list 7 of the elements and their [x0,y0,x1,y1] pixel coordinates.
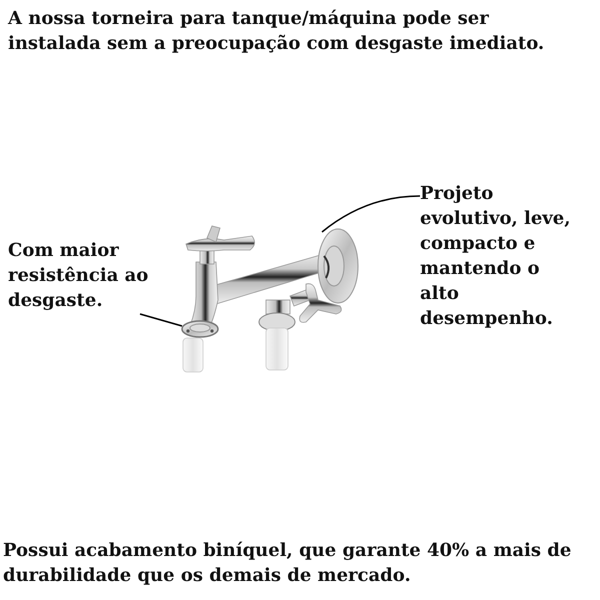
leader-line [140,313,182,327]
callout-text: Projeto evolutivo, leve, compacto e mantendo o alto desempenho. [420,182,572,331]
heading: A nossa torneira para tanque/máquina pode ser instalada sem a preocupação com desgaste imediato. [8,7,546,56]
callout-text: Com maior resistência ao desgaste. [8,239,150,313]
nozzle-ring-drawing [180,318,220,340]
leader-line [322,195,420,233]
caption: Possui acabamento biníquel, que garante 40% a mais de durabilidade que os demais de mercado. [3,539,572,588]
